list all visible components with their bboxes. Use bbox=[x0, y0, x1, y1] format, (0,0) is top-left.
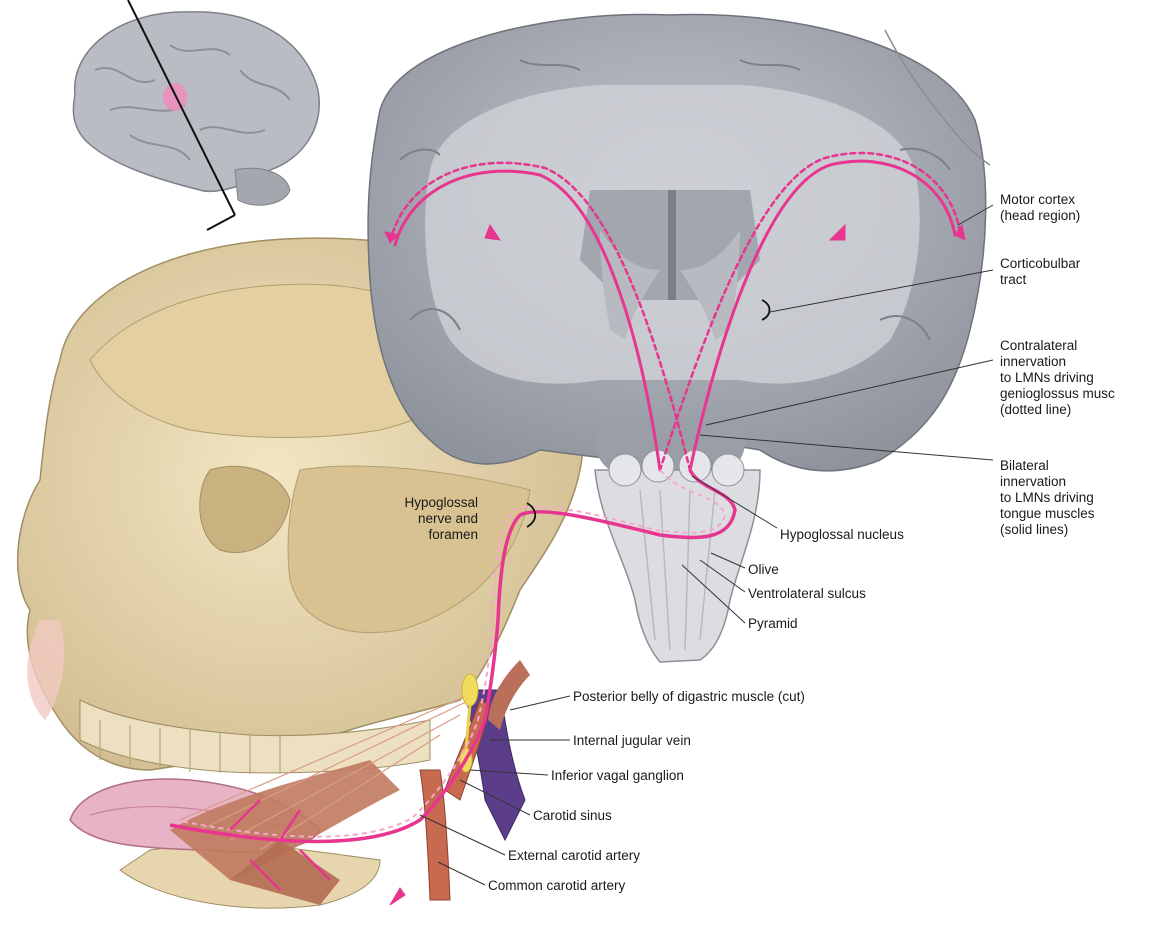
external-carotid-artery-label: External carotid artery bbox=[508, 848, 640, 864]
lateral-brain-inset bbox=[73, 0, 319, 230]
corticobulbar-tract-label: Corticobulbar tract bbox=[1000, 256, 1080, 288]
inferior-vagal-ganglion-label: Inferior vagal ganglion bbox=[551, 768, 684, 784]
bilateral-innervation-label: Bilateral innervation to LMNs driving to… bbox=[1000, 458, 1095, 538]
hypoglossal-nerve-label: Hypoglossal nerve and foramen bbox=[370, 495, 478, 543]
common-carotid-artery-label: Common carotid artery bbox=[488, 878, 625, 894]
hypoglossal-nucleus-label: Hypoglossal nucleus bbox=[780, 527, 904, 543]
motor-cortex-label: Motor cortex (head region) bbox=[1000, 192, 1080, 224]
digastric-muscle-label: Posterior belly of digastric muscle (cut… bbox=[573, 689, 805, 705]
carotid-sinus-label: Carotid sinus bbox=[533, 808, 612, 824]
olive-label: Olive bbox=[748, 562, 779, 578]
brainstem bbox=[595, 450, 760, 662]
contralateral-innervation-label: Contralateral innervation to LMNs drivin… bbox=[1000, 338, 1115, 418]
pyramid-label: Pyramid bbox=[748, 616, 798, 632]
coronal-brain-section bbox=[368, 14, 986, 470]
ventrolateral-sulcus-label: Ventrolateral sulcus bbox=[748, 586, 866, 602]
internal-jugular-vein-label: Internal jugular vein bbox=[573, 733, 691, 749]
